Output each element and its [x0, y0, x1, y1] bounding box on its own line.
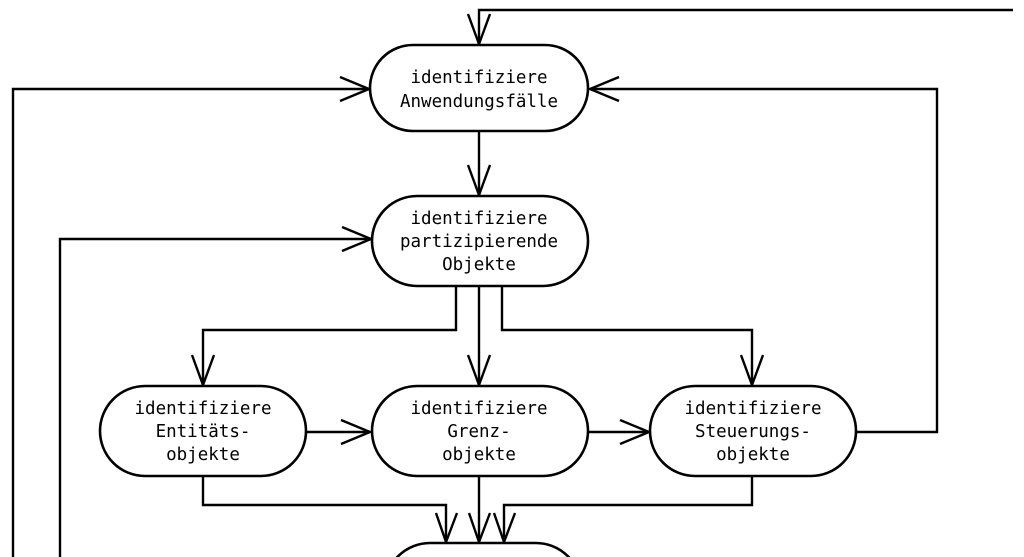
node-entity-objects-line-3: objekte [166, 445, 240, 465]
node-boundary-objects-line-2: Grenz- [447, 422, 510, 442]
node-use-cases[interactable]: identifiziere Anwendungsfälle [368, 43, 590, 133]
node-use-cases-line-1: identifiziere [411, 68, 548, 88]
edge-entity-to-bottom [201, 477, 459, 546]
edge-use-cases-to-participating [466, 132, 492, 199]
edge-participating-to-boundary [466, 287, 492, 389]
node-participating-objects-line-2: partizipierende [400, 232, 558, 252]
edge-boundary-to-bottom [467, 477, 492, 546]
node-entity-objects-line-1: identifiziere [135, 399, 272, 419]
edge-participating-to-entity [190, 287, 458, 389]
node-boundary-objects[interactable]: identifiziere Grenz- objekte [370, 384, 590, 478]
node-boundary-objects-line-1: identifiziere [411, 399, 548, 419]
edge-boundary-to-control [589, 418, 653, 446]
node-participating-objects-line-3: Objekte [442, 255, 516, 275]
node-participating-objects-line-1: identifiziere [411, 209, 548, 229]
edge-control-objects-back-to-use-cases [586, 75, 939, 434]
edge-feedback-top-into-use-cases [466, 8, 1013, 48]
node-bottom-partial[interactable] [385, 541, 581, 557]
node-entity-objects[interactable]: identifiziere Entitäts- objekte [98, 384, 308, 478]
edge-participating-to-control [500, 287, 765, 389]
edge-entity-to-boundary [307, 418, 374, 446]
node-entity-objects-line-2: Entitäts- [156, 422, 251, 442]
edge-left-outer-loop-into-use-cases [11, 75, 373, 557]
edge-control-to-bottom [492, 477, 754, 546]
node-use-cases-line-2: Anwendungsfälle [400, 92, 558, 112]
node-control-objects-line-1: identifiziere [685, 399, 822, 419]
node-control-objects-line-2: Steuerungs- [695, 422, 811, 442]
node-control-objects[interactable]: identifiziere Steuerungs- objekte [648, 384, 858, 478]
node-control-objects-line-3: objekte [716, 445, 790, 465]
node-boundary-objects-line-3: objekte [442, 445, 516, 465]
node-participating-objects[interactable]: identifiziere partizipierende Objekte [370, 194, 590, 288]
